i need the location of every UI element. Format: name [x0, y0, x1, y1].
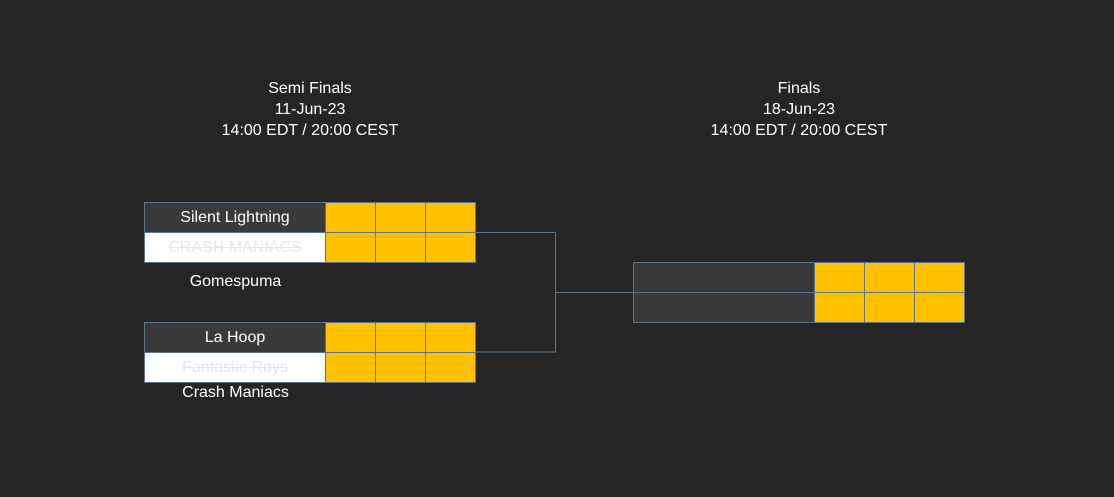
- round-date: 18-Jun-23: [762, 101, 836, 118]
- score-cell[interactable]: [326, 323, 376, 353]
- semi-finals-header: Semi Finals 11-Jun-23 14:00 EDT / 20:00 …: [160, 78, 460, 141]
- round-time: 14:00 EDT / 20:00 CEST: [710, 122, 888, 139]
- team-cell[interactable]: [634, 263, 815, 293]
- score-cell[interactable]: [426, 203, 476, 233]
- round-name: Finals: [777, 80, 821, 97]
- final-match: [633, 262, 965, 323]
- score-cell[interactable]: [326, 353, 376, 383]
- score-cell[interactable]: [915, 293, 965, 323]
- finals-header: Finals 18-Jun-23 14:00 EDT / 20:00 CEST: [649, 78, 949, 141]
- team-cell[interactable]: CRASH MANIACS: [145, 233, 326, 263]
- score-cell[interactable]: [865, 263, 915, 293]
- team-cell[interactable]: [634, 293, 815, 323]
- score-cell[interactable]: [815, 293, 865, 323]
- match-winner-label: Crash Maniacs: [182, 384, 289, 401]
- team-cell[interactable]: La Hoop: [145, 323, 326, 353]
- score-cell[interactable]: [815, 263, 865, 293]
- round-name: Semi Finals: [268, 80, 352, 97]
- score-cell[interactable]: [326, 233, 376, 263]
- semi-match-1: Silent Lightning CRASH MANIACS: [144, 202, 476, 263]
- team-cell[interactable]: Silent Lightning: [145, 203, 326, 233]
- score-cell[interactable]: [865, 293, 915, 323]
- score-cell[interactable]: [376, 233, 426, 263]
- score-cell[interactable]: [376, 323, 426, 353]
- round-time: 14:00 EDT / 20:00 CEST: [221, 122, 399, 139]
- score-cell[interactable]: [426, 233, 476, 263]
- score-cell[interactable]: [915, 263, 965, 293]
- score-cell[interactable]: [376, 353, 426, 383]
- semi-match-2: La Hoop Fantastic Roys: [144, 322, 476, 383]
- round-date: 11-Jun-23: [274, 101, 346, 118]
- score-cell[interactable]: [426, 323, 476, 353]
- score-cell[interactable]: [426, 353, 476, 383]
- team-cell[interactable]: Fantastic Roys: [145, 353, 326, 383]
- score-cell[interactable]: [326, 203, 376, 233]
- score-cell[interactable]: [376, 203, 426, 233]
- match-winner-label: Gomespuma: [189, 273, 282, 290]
